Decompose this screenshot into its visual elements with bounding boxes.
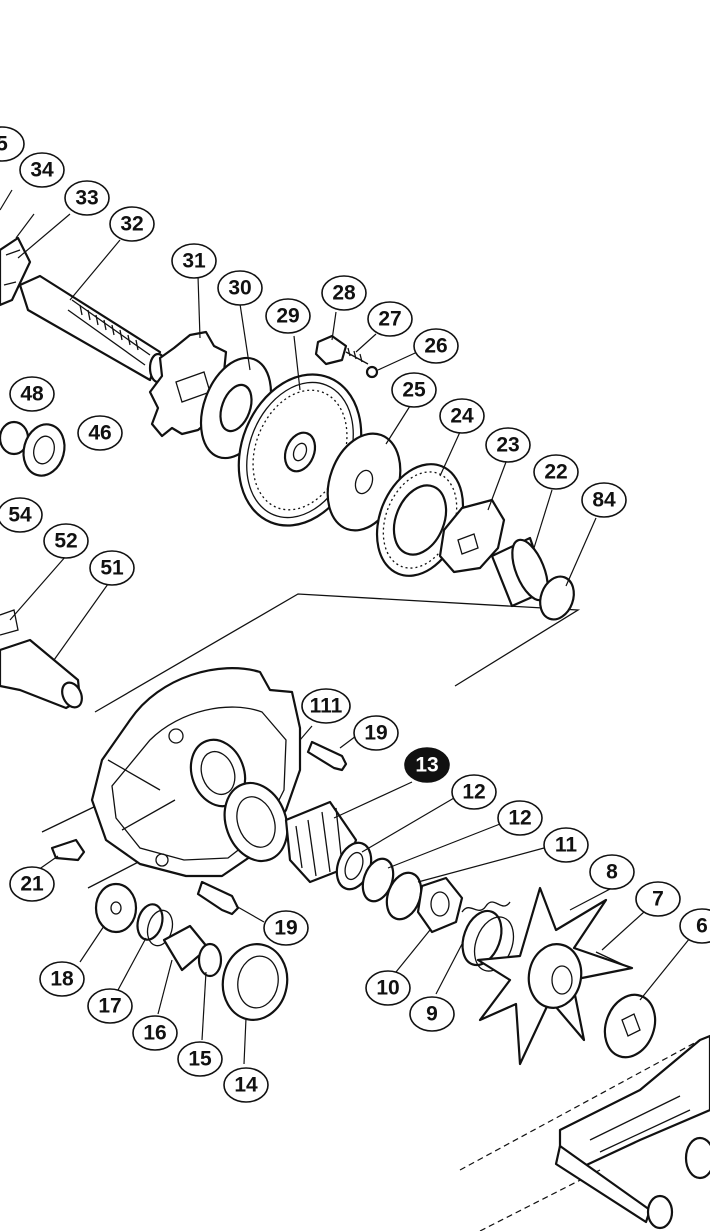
callout-12-upper: 12 — [451, 774, 497, 810]
callout-12-lower: 12 — [497, 800, 543, 836]
callout-label: 51 — [100, 557, 124, 580]
callout-label: 17 — [98, 995, 121, 1018]
callout-label: 13 — [415, 754, 438, 777]
callout-label: 9 — [426, 1003, 438, 1026]
callout-label: 31 — [182, 250, 206, 273]
callout-label: 33 — [75, 187, 98, 210]
callout-32: 32 — [109, 206, 155, 242]
callout-label: 28 — [332, 282, 356, 305]
callout-label: 8 — [606, 861, 618, 884]
callout-label: 24 — [450, 405, 474, 428]
callouts: 5 34 33 32 31 30 28 29 27 26 48 46 25 24… — [0, 126, 710, 1103]
callout-8: 8 — [589, 854, 635, 890]
brake-knob-cluster — [94, 882, 289, 1021]
callout-18: 18 — [39, 961, 85, 997]
callout-30: 30 — [217, 270, 263, 306]
callout-label: 19 — [274, 917, 297, 940]
bearing-22 — [490, 536, 575, 621]
callout-label: 7 — [652, 888, 664, 911]
callout-label: 23 — [496, 434, 519, 457]
callout-label: 111 — [310, 695, 343, 718]
callout-label: 30 — [228, 277, 251, 300]
callout-label: 84 — [592, 489, 616, 512]
callout-label: 19 — [364, 722, 387, 745]
star-drag-stack — [284, 800, 515, 972]
screws — [50, 740, 348, 916]
callout-13-highlighted: 13 — [404, 747, 450, 783]
callout-label: 12 — [508, 807, 531, 830]
callout-6: 6 — [679, 908, 710, 944]
callout-51: 51 — [89, 550, 135, 586]
callout-16: 16 — [132, 1015, 178, 1051]
callout-label: 48 — [20, 383, 44, 406]
callout-label: 46 — [88, 422, 111, 445]
callout-25: 25 — [391, 372, 437, 408]
callout-28: 28 — [321, 275, 367, 311]
callout-label: 14 — [234, 1074, 258, 1097]
star-washer — [595, 951, 657, 1059]
callout-11: 11 — [543, 827, 589, 863]
drive-shaft — [0, 236, 168, 384]
leader-lines — [0, 189, 691, 1065]
callout-34: 34 — [19, 152, 65, 188]
callout-label: 15 — [188, 1048, 212, 1071]
callout-52: 52 — [43, 523, 89, 559]
plate-23 — [438, 498, 506, 574]
callout-label: 52 — [54, 530, 77, 553]
callout-27: 27 — [367, 301, 413, 337]
callout-label: 54 — [8, 504, 32, 527]
callout-label: 11 — [555, 834, 578, 857]
callout-33: 33 — [64, 180, 110, 216]
callout-label: 12 — [462, 781, 485, 804]
callout-label: 18 — [50, 968, 74, 991]
callout-48: 48 — [9, 376, 55, 412]
callout-111: 111 — [301, 688, 351, 724]
callout-19-lower: 19 — [263, 910, 309, 946]
callout-17: 17 — [87, 988, 133, 1024]
callout-label: 27 — [378, 308, 401, 331]
handle-arm — [554, 1034, 710, 1230]
clicker-hardware — [314, 334, 379, 379]
star-drag — [476, 886, 634, 1066]
callout-84: 84 — [581, 482, 627, 518]
callout-19-upper: 19 — [353, 715, 399, 751]
callout-10: 10 — [365, 970, 411, 1006]
callout-22: 22 — [533, 454, 579, 490]
callout-5: 5 — [0, 126, 25, 162]
side-plate — [90, 667, 302, 878]
callout-26: 26 — [413, 328, 459, 364]
callout-label: 6 — [696, 915, 708, 938]
callout-24: 24 — [439, 398, 485, 434]
callout-label: 5 — [0, 133, 8, 156]
callout-29: 29 — [265, 298, 311, 334]
callout-9: 9 — [409, 996, 455, 1032]
callout-label: 25 — [402, 379, 426, 402]
callout-label: 29 — [276, 305, 299, 328]
callout-23: 23 — [485, 427, 531, 463]
callout-21: 21 — [9, 866, 55, 902]
spool-shaft-pieces — [0, 609, 83, 710]
callout-label: 10 — [376, 977, 399, 1000]
callout-54: 54 — [0, 497, 43, 533]
callout-15: 15 — [177, 1041, 223, 1077]
callout-label: 22 — [544, 461, 567, 484]
callout-14: 14 — [223, 1067, 269, 1103]
callout-46: 46 — [77, 415, 123, 451]
callout-label: 34 — [30, 159, 54, 182]
callout-7: 7 — [635, 881, 681, 917]
callout-label: 21 — [20, 873, 44, 896]
callout-label: 32 — [120, 213, 143, 236]
callout-label: 26 — [424, 335, 447, 358]
callout-31: 31 — [171, 243, 217, 279]
pinion-parts — [0, 420, 66, 477]
callout-label: 16 — [143, 1022, 166, 1045]
